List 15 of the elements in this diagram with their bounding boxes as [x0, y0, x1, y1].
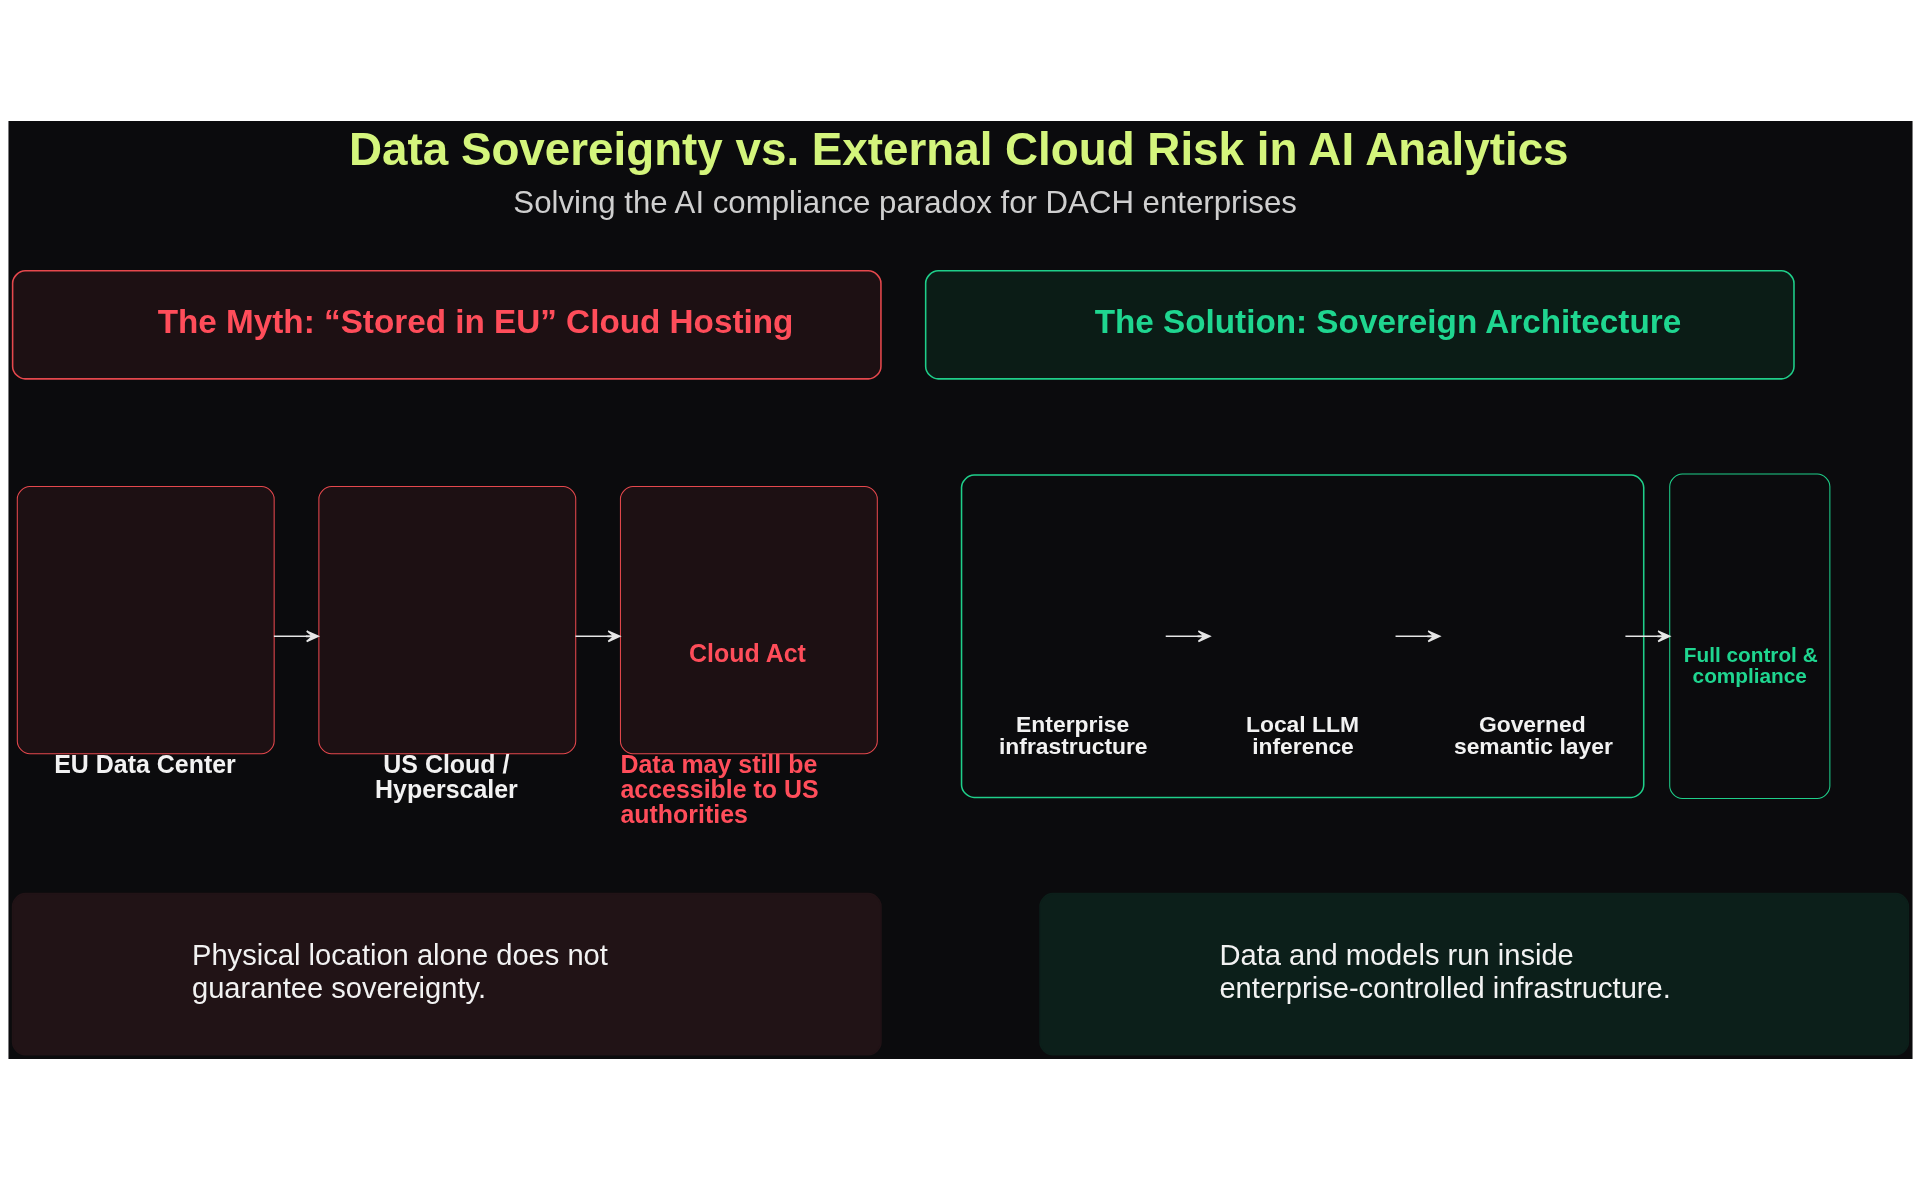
- node-label: EU Data Center: [54, 749, 236, 778]
- cluster: [960, 473, 1645, 798]
- label: Solving the AI compliance paradox for DACH enterprises: [513, 184, 1297, 220]
- node-label: US Cloud / Hyperscaler: [375, 749, 518, 803]
- arrow: [1624, 629, 1671, 642]
- diagram-title: Data Sovereignty vs. External Cloud Risk in AI Analytics: [349, 123, 1569, 175]
- arrow: [574, 629, 621, 642]
- arrow: [1394, 629, 1441, 642]
- arrow: [273, 629, 319, 642]
- node-text: Enterprise infrastructure: [998, 710, 1148, 759]
- node-text: Governed semantic layer: [1453, 710, 1613, 759]
- node-text: Local LLM inference: [1245, 710, 1359, 759]
- node-box: The Myth: “Stored in EU” Cloud Hosting: [11, 269, 882, 380]
- arrow: [1164, 629, 1211, 642]
- node-box: The Solution: Sovereign Architecture: [924, 269, 1795, 380]
